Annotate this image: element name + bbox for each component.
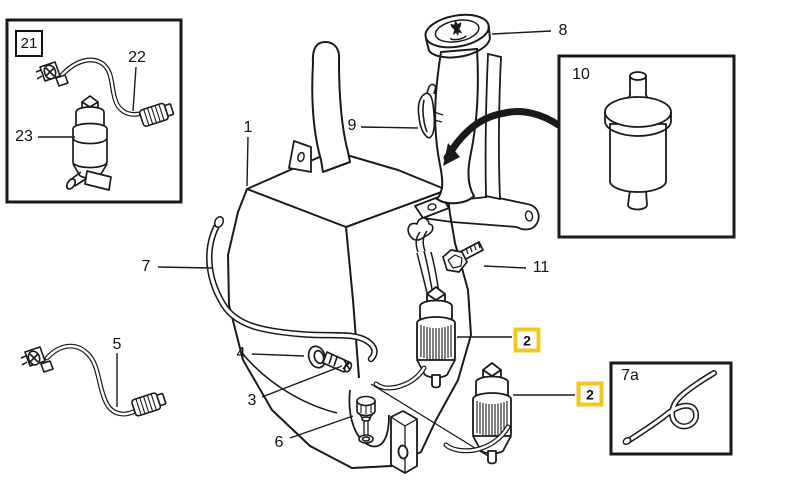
mounting-bracket-drawing [407, 195, 540, 241]
filter-10-drawing [604, 71, 672, 211]
callout-2-a-label: 2 [517, 331, 537, 349]
washer-spray-icon [449, 21, 467, 41]
pump-insert-line [370, 383, 489, 457]
leader-7 [157, 266, 213, 269]
callout-7: 7 [141, 258, 151, 275]
washer-pump-b-drawing [443, 362, 512, 465]
callout-21-label: 21 [20, 35, 38, 52]
hose-7-drawing [206, 215, 378, 363]
leader-4 [251, 353, 305, 357]
reference-arrow [443, 109, 509, 166]
cable-22-drawing [35, 57, 175, 127]
cable-5-drawing [20, 343, 167, 417]
inset-box-10 [557, 54, 736, 239]
callout-11: 11 [532, 259, 550, 276]
foot-bracket-drawing [390, 410, 418, 474]
callout-9: 9 [347, 117, 357, 134]
inset-box-21 [5, 18, 183, 204]
callout-10: 10 [572, 66, 590, 83]
leader-lines [38, 30, 575, 439]
clip-9-drawing [417, 83, 444, 139]
inset-box-7a [609, 361, 733, 456]
leader-9 [360, 126, 419, 129]
arrow-curve-back [501, 108, 564, 130]
leader-22 [132, 66, 137, 112]
callout-2-highlighted-a[interactable]: 2 [513, 327, 541, 353]
callout-7a: 7a [621, 367, 639, 384]
callout-3: 3 [247, 392, 257, 409]
washer-pump-a-drawing [373, 286, 456, 391]
callout-2-highlighted-b[interactable]: 2 [576, 381, 604, 407]
callout-22: 22 [128, 49, 146, 66]
callout-8: 8 [558, 22, 568, 39]
callout-23: 23 [15, 128, 33, 145]
callout-21-box: 21 [15, 30, 43, 57]
callout-5: 5 [112, 336, 122, 353]
grommet-4-drawing [307, 345, 327, 369]
callout-4: 4 [236, 345, 246, 362]
hose-7a-drawing [622, 370, 717, 446]
plug-6-drawing [356, 395, 376, 444]
callout-6: 6 [274, 434, 284, 451]
leader-1 [246, 136, 249, 187]
bolt-11-drawing [442, 241, 484, 273]
leader-8 [491, 30, 552, 35]
leader-6 [289, 415, 354, 439]
pump-23-drawing [65, 95, 112, 191]
callout-2-b-label: 2 [580, 385, 600, 403]
bracket-strap-plate [484, 52, 502, 201]
leader-3 [261, 365, 343, 398]
connector-3-drawing [322, 351, 353, 373]
leader-11 [483, 265, 527, 269]
reservoir-cap-drawing [424, 13, 491, 59]
callout-1: 1 [243, 119, 253, 136]
